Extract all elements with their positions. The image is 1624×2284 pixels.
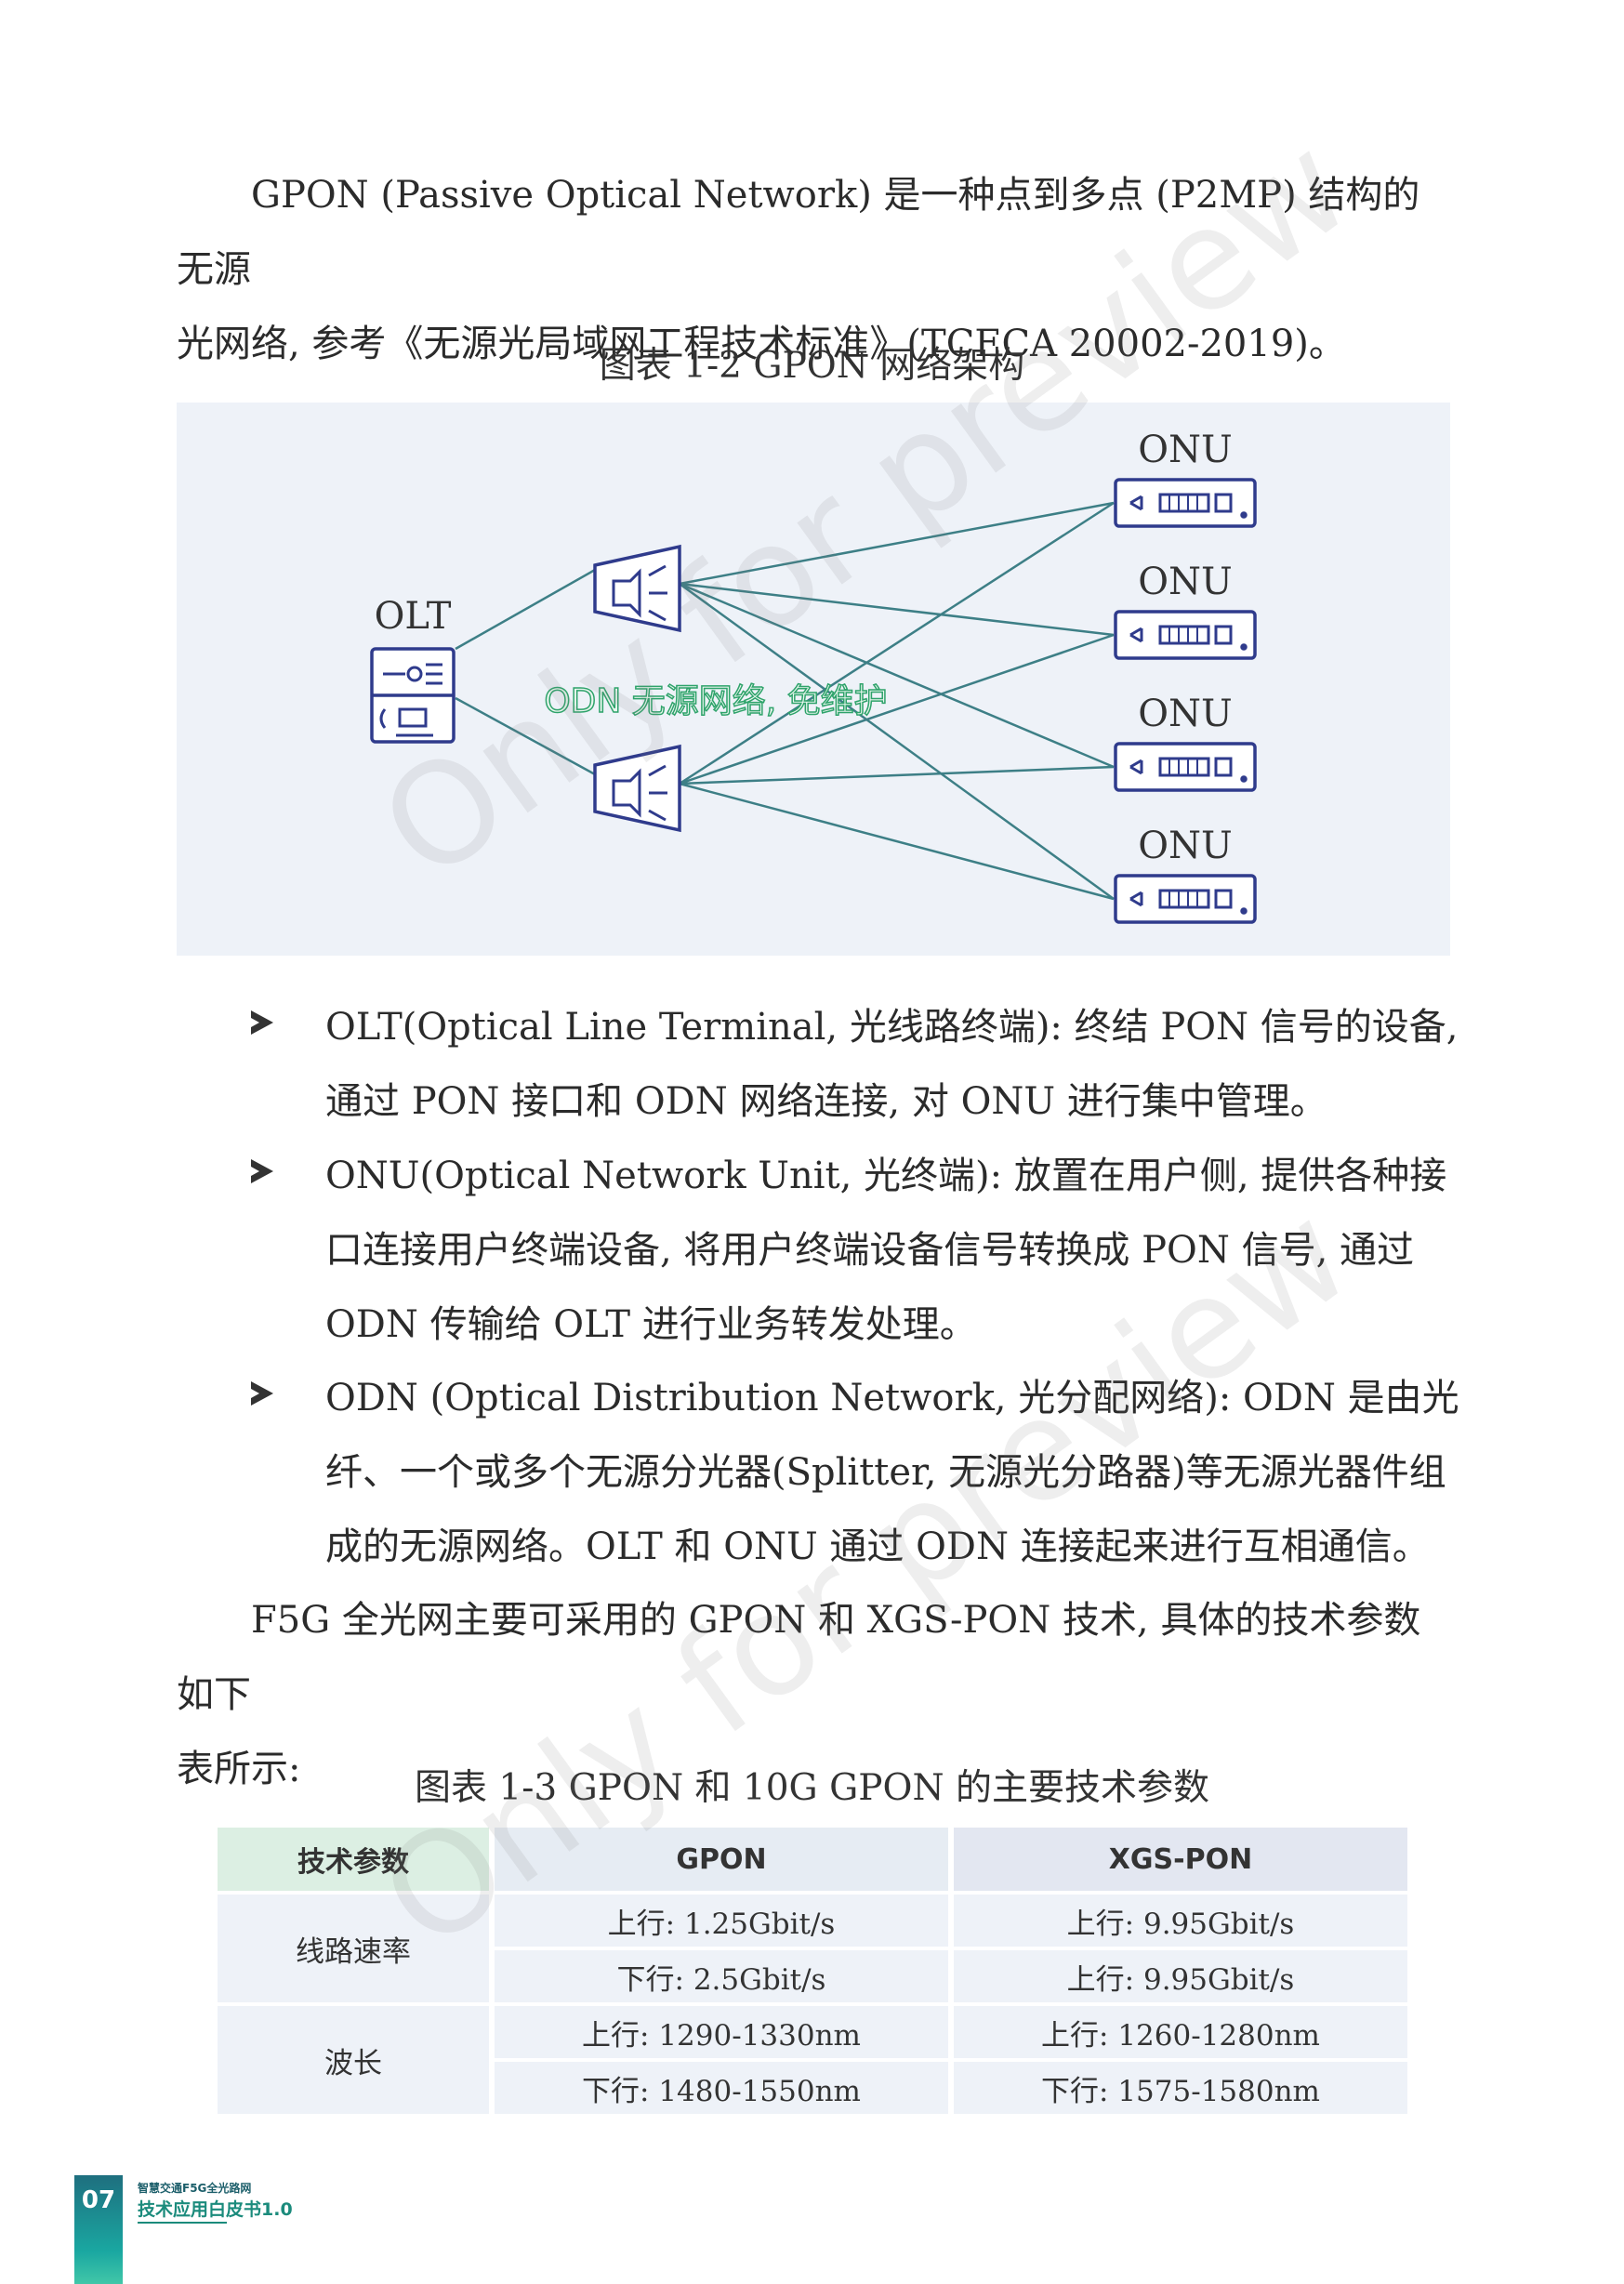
fiber-s1-onu4: [679, 582, 1115, 901]
fiber-olt-splitter2: [455, 696, 596, 776]
footer-divider: [138, 2222, 227, 2224]
onu-label-3: ONU: [1138, 693, 1233, 735]
fiber-s1-onu3: [679, 582, 1115, 769]
fiber-s1-onu2: [679, 582, 1115, 637]
bullet-olt-line-2: 通过 PON 接口和 ODN 网络连接, 对 ONU 进行集中管理。: [325, 1080, 1327, 1123]
arrow-bullet-icon: [251, 1010, 273, 1035]
bullet-onu-line-2: 口连接用户终端设备, 将用户终端设备信号转换成 PON 信号, 通过: [325, 1229, 1414, 1272]
header-gpon: GPON: [495, 1828, 948, 1891]
fiber-s2-onu2: [679, 633, 1115, 786]
onu-label-4: ONU: [1138, 825, 1233, 867]
onu-label-2: ONU: [1138, 561, 1233, 603]
tech-params-table: 技术参数 GPON XGS-PON 线路速率 上行: 1.25Gbit/s 上行…: [212, 1824, 1413, 2118]
splitter-icon-1: [593, 544, 681, 633]
bullet-odn-line-1: ODN (Optical Distribution Network, 光分配网络…: [325, 1377, 1459, 1419]
intro-paragraph: GPON (Passive Optical Network) 是一种点到多点 (…: [177, 158, 1455, 381]
onu-device-icon-3: [1114, 742, 1257, 792]
table-row: 波长 上行: 1290-1330nm 上行: 1260-1280nm: [218, 2006, 1407, 2114]
bullet-onu-line-3: ODN 传输给 OLT 进行业务转发处理。: [325, 1303, 977, 1346]
bullet-onu-line-1: ONU(Optical Network Unit, 光终端): 放置在用户侧, …: [325, 1155, 1447, 1197]
header-xgs-pon: XGS-PON: [954, 1828, 1407, 1891]
arrow-bullet-icon: [251, 1381, 273, 1406]
intro-line-2: 光网络, 参考《无源光局域网工程技术标准》(TCECA 20002-2019)。: [177, 323, 1346, 365]
figure-caption: 图表 1-2 GPON 网络架构: [599, 345, 1025, 387]
footer-title: 技术应用白皮书1.0: [138, 2199, 293, 2220]
bullet-olt-line-1: OLT(Optical Line Terminal, 光线路终端): 终结 PO…: [325, 1006, 1459, 1049]
fiber-olt-splitter1: [455, 568, 596, 651]
fiber-s1-onu1: [679, 501, 1115, 586]
bullet-odn-line-3: 成的无源网络。OLT 和 ONU 通过 ODN 连接起来进行互相通信。: [325, 1525, 1430, 1568]
arrow-bullet-icon: [251, 1159, 273, 1183]
table-cell: 上行: 1260-1280nm: [954, 2006, 1407, 2058]
olt-label: OLT: [375, 595, 452, 638]
onu-device-icon-2: [1114, 610, 1257, 660]
table-cell: 下行: 2.5Gbit/s: [495, 1950, 948, 2002]
tech-paragraph: F5G 全光网主要可采用的 GPON 和 XGS-PON 技术, 具体的技术参数…: [177, 1583, 1455, 1806]
tech-paragraph-line-2: 表所示:: [177, 1748, 301, 1790]
tech-paragraph-line-1: F5G 全光网主要可采用的 GPON 和 XGS-PON 技术, 具体的技术参数…: [177, 1599, 1421, 1716]
onu-device-icon-1: [1114, 478, 1257, 528]
table-cell: 下行: 1480-1550nm: [495, 2062, 948, 2114]
bullet-odn-line-2: 纤、一个或多个无源分光器(Splitter, 无源光分路器)等无源光器件组: [325, 1451, 1446, 1494]
fiber-s2-onu3: [679, 765, 1115, 786]
table-row: 线路速率 上行: 1.25Gbit/s 上行: 9.95Gbit/s: [218, 1895, 1407, 2002]
gpon-network-diagram: OLT: [177, 403, 1450, 956]
table-caption: 图表 1-3 GPON 和 10G GPON 的主要技术参数: [415, 1767, 1209, 1809]
onu-label-1: ONU: [1138, 429, 1233, 471]
footer-accent-bar: [74, 2175, 123, 2284]
param-line-rate: 线路速率: [218, 1895, 489, 2002]
fiber-s2-onu4: [679, 782, 1115, 901]
intro-line-1: GPON (Passive Optical Network) 是一种点到多点 (…: [177, 174, 1420, 291]
odn-label: ODN 无源网络, 免维护: [544, 682, 887, 720]
param-wavelength: 波长: [218, 2006, 489, 2114]
page-number: 07: [81, 2186, 116, 2214]
table-row: 下行: 1480-1550nm 下行: 1575-1580nm: [218, 2062, 1407, 2114]
olt-device-icon: [370, 647, 456, 744]
table-cell: 上行: 1290-1330nm: [495, 2006, 948, 2058]
table-cell: 下行: 1575-1580nm: [954, 2062, 1407, 2114]
fiber-s2-onu1: [679, 501, 1115, 786]
table-header-row: 技术参数 GPON XGS-PON: [218, 1828, 1407, 1891]
splitter-icon-2: [593, 744, 681, 833]
gpon-diagram-svg: OLT: [370, 429, 1257, 924]
table-cell: 上行: 1.25Gbit/s: [495, 1895, 948, 1947]
table-cell: 上行: 9.95Gbit/s: [954, 1950, 1407, 2002]
onu-device-icon-4: [1114, 874, 1257, 924]
footer-small-title: 智慧交通F5G全光路网: [138, 2182, 252, 2195]
table-cell: 上行: 9.95Gbit/s: [954, 1895, 1407, 1947]
table-row: 下行: 2.5Gbit/s 上行: 9.95Gbit/s: [218, 1950, 1407, 2002]
header-tech-params: 技术参数: [218, 1828, 489, 1891]
fiber-lines: [455, 501, 1115, 901]
